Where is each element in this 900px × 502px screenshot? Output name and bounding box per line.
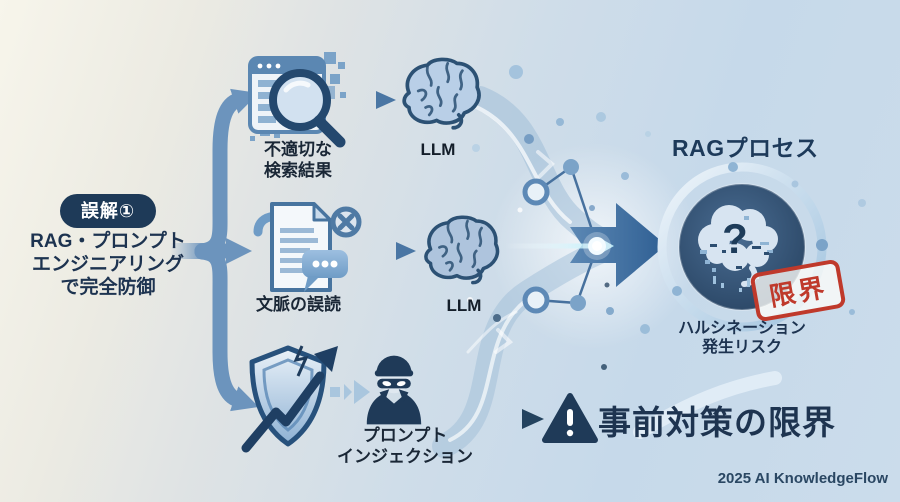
hacker-icon bbox=[366, 355, 422, 425]
glitch-brain-cloud bbox=[698, 205, 778, 271]
swoosh-highlight bbox=[466, 310, 518, 354]
branch-arrow-top bbox=[194, 88, 259, 259]
label-prompt-injection: プロンプト インジェクション bbox=[325, 425, 485, 467]
label-bad-search-line-1: 不適切な bbox=[264, 140, 332, 159]
convergence-arrow bbox=[502, 203, 666, 287]
misconception-badge: 誤解① bbox=[60, 194, 156, 228]
hacker-hat bbox=[376, 355, 412, 374]
label-llm-middle: LLM bbox=[446, 296, 482, 315]
network-node bbox=[522, 178, 550, 206]
llm-brain-icon-middle bbox=[424, 215, 500, 285]
magnifier-handle bbox=[313, 115, 346, 148]
glow-node bbox=[592, 241, 602, 251]
risk-line-2: 発生リスク bbox=[701, 339, 782, 356]
label-bad-search-results: 不適切な 検索結果 bbox=[264, 139, 356, 181]
stream-chevron-bottom bbox=[494, 328, 514, 354]
search-results-icon bbox=[248, 52, 346, 148]
warning-icon bbox=[542, 393, 598, 443]
label-llm-top: LLM bbox=[420, 140, 456, 159]
piercing-arrow bbox=[241, 371, 325, 453]
label-context-misread: 文脈の誤読 bbox=[256, 295, 341, 314]
result-lines bbox=[258, 80, 276, 123]
claim-line-2: エンジニアリング bbox=[31, 254, 184, 275]
label-bad-search-line-2: 検索結果 bbox=[264, 161, 332, 180]
exclamation-bar bbox=[567, 409, 573, 426]
hacker-body bbox=[366, 394, 422, 425]
page-fold bbox=[312, 202, 332, 222]
exclamation-dot bbox=[566, 429, 574, 437]
network-node bbox=[570, 295, 586, 311]
glitch-pixels-dark bbox=[710, 244, 769, 269]
branch-arrows bbox=[164, 88, 259, 412]
rag-process-title: RAGプロセス bbox=[672, 135, 819, 161]
document-misread-icon bbox=[253, 202, 362, 292]
text-lines bbox=[280, 228, 318, 273]
network-node bbox=[522, 286, 550, 314]
shield-crack bbox=[293, 345, 309, 377]
stream-chevron-top bbox=[536, 150, 555, 178]
claim-line-1: RAG・プロンプト bbox=[30, 231, 186, 252]
hacker-mask bbox=[377, 378, 411, 389]
claim-line-3: で完全防御 bbox=[60, 277, 156, 298]
misconception-claim: RAG・プロンプト エンジニアリング で完全防御 bbox=[15, 230, 201, 299]
credit-text: 2025 AI KnowledgeFlow bbox=[717, 470, 888, 487]
network-graph bbox=[522, 159, 598, 314]
broken-arrow-connector bbox=[330, 380, 370, 404]
shield-breach-icon bbox=[241, 345, 338, 453]
question-mark-icon: ? bbox=[722, 215, 748, 262]
stream-top-highlight bbox=[472, 104, 572, 224]
label-injection-line-2: インジェクション bbox=[337, 447, 473, 466]
network-node bbox=[563, 159, 579, 175]
label-injection-line-1: プロンプト bbox=[362, 426, 448, 445]
llm-brain-icon-top bbox=[402, 57, 481, 130]
hallucination-risk-label: ハルシネーション 発生リスク bbox=[652, 319, 832, 357]
risk-line-1: ハルシネーション bbox=[678, 320, 806, 337]
branch-arrow-bottom bbox=[194, 244, 259, 412]
conclusion-text: 事前対策の限界 bbox=[598, 404, 836, 441]
glitch-pixels-light bbox=[700, 216, 773, 272]
swoosh-bottom-right bbox=[633, 371, 782, 439]
